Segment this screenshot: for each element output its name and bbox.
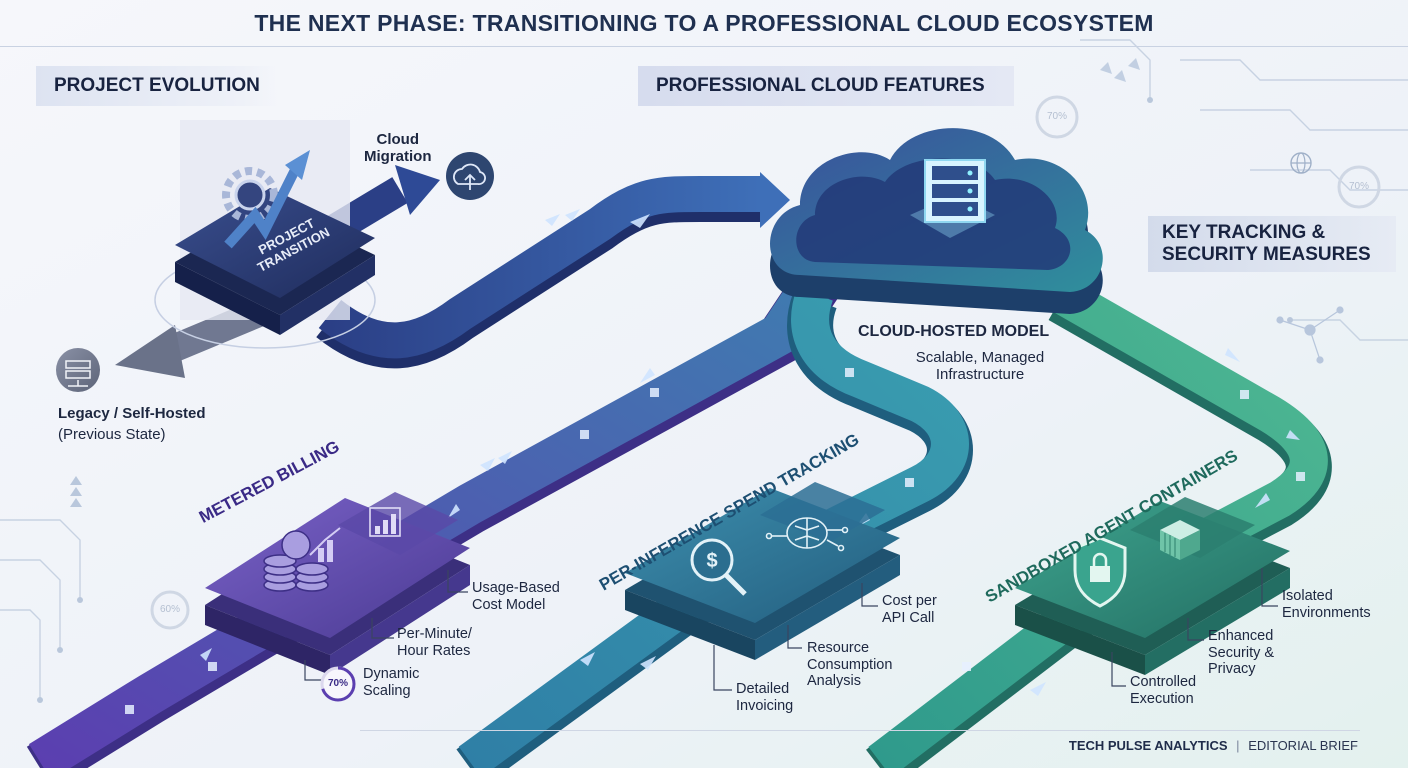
spend-ann3-line2: Invoicing xyxy=(736,698,793,715)
sandbox-ann1-line1: Isolated xyxy=(1282,588,1371,605)
cloud-model-subtitle: Scalable, Managed Infrastructure xyxy=(895,349,1065,383)
svg-text:$: $ xyxy=(706,550,717,572)
page-title: THE NEXT PHASE: TRANSITIONING TO A PROFE… xyxy=(0,10,1408,37)
sandbox-ann2-line1: Enhanced xyxy=(1208,628,1274,645)
scaling-gauge-label: 70% xyxy=(322,678,354,689)
cloud-model-sub2: Infrastructure xyxy=(895,366,1065,383)
banner-project-evolution: PROJECT EVOLUTION xyxy=(36,66,278,106)
bg-gauge-label-1: 70% xyxy=(1040,111,1074,122)
banner-cloud-features: PROFESSIONAL CLOUD FEATURES xyxy=(638,66,1014,106)
billing-ann3-line2: Scaling xyxy=(363,683,419,700)
billing-annotation-cost-model: Usage-Based Cost Model xyxy=(472,580,560,613)
sandbox-annotation-security: Enhanced Security & Privacy xyxy=(1208,628,1274,678)
banner-tracking-security: KEY TRACKING & SECURITY MEASURES xyxy=(1148,216,1396,272)
billing-annotation-rates: Per-Minute/ Hour Rates xyxy=(397,626,472,659)
sandbox-ann2-line3: Privacy xyxy=(1208,661,1274,678)
cloud-model-title: CLOUD-HOSTED MODEL xyxy=(858,323,1049,340)
cloud-migration-line1: Cloud xyxy=(364,131,432,148)
footer-brand: TECH PULSE ANALYTICS xyxy=(1069,738,1228,753)
sandbox-ann2-line2: Security & xyxy=(1208,645,1274,662)
footer: TECH PULSE ANALYTICS | EDITORIAL BRIEF xyxy=(1069,738,1358,753)
billing-ann2-line1: Per-Minute/ xyxy=(397,626,472,643)
legacy-server-icon xyxy=(56,348,100,392)
cloud-upload-icon xyxy=(446,152,494,200)
title-divider xyxy=(0,46,1408,47)
spend-ann1-line2: API Call xyxy=(882,610,937,627)
footer-divider xyxy=(360,730,1360,731)
bg-gauge-label-3: 60% xyxy=(153,604,187,615)
spend-annotation-invoicing: Detailed Invoicing xyxy=(736,681,793,714)
billing-annotation-scaling: Dynamic Scaling xyxy=(363,666,419,699)
sandbox-ann3-line2: Execution xyxy=(1130,691,1196,708)
spend-annotation-consumption: Resource Consumption Analysis xyxy=(807,640,892,690)
spend-ann2-line2: Consumption xyxy=(807,657,892,674)
sandbox-annotation-isolated: Isolated Environments xyxy=(1282,588,1371,621)
legacy-subtitle: (Previous State) xyxy=(58,426,166,443)
sandbox-annotation-execution: Controlled Execution xyxy=(1130,674,1196,707)
cloud-model-sub1: Scalable, Managed xyxy=(895,349,1065,366)
bg-gauge-label-2: 70% xyxy=(1342,181,1376,192)
spend-ann2-line3: Analysis xyxy=(807,673,892,690)
cloud-migration-line2: Migration xyxy=(364,148,432,165)
billing-ann2-line2: Hour Rates xyxy=(397,643,472,660)
spend-ann3-line1: Detailed xyxy=(736,681,793,698)
cloud-migration-label: Cloud Migration xyxy=(364,131,432,165)
spend-ann1-line1: Cost per xyxy=(882,593,937,610)
billing-ann1-line2: Cost Model xyxy=(472,597,560,614)
spend-annotation-cost-per-call: Cost per API Call xyxy=(882,593,937,626)
sandbox-ann1-line2: Environments xyxy=(1282,605,1371,622)
footer-section: EDITORIAL BRIEF xyxy=(1248,738,1358,753)
billing-ann1-line1: Usage-Based xyxy=(472,580,560,597)
spend-ann2-line1: Resource xyxy=(807,640,892,657)
legacy-title: Legacy / Self-Hosted xyxy=(58,405,206,422)
sandbox-ann3-line1: Controlled xyxy=(1130,674,1196,691)
billing-ann3-line1: Dynamic xyxy=(363,666,419,683)
footer-separator: | xyxy=(1236,738,1239,753)
